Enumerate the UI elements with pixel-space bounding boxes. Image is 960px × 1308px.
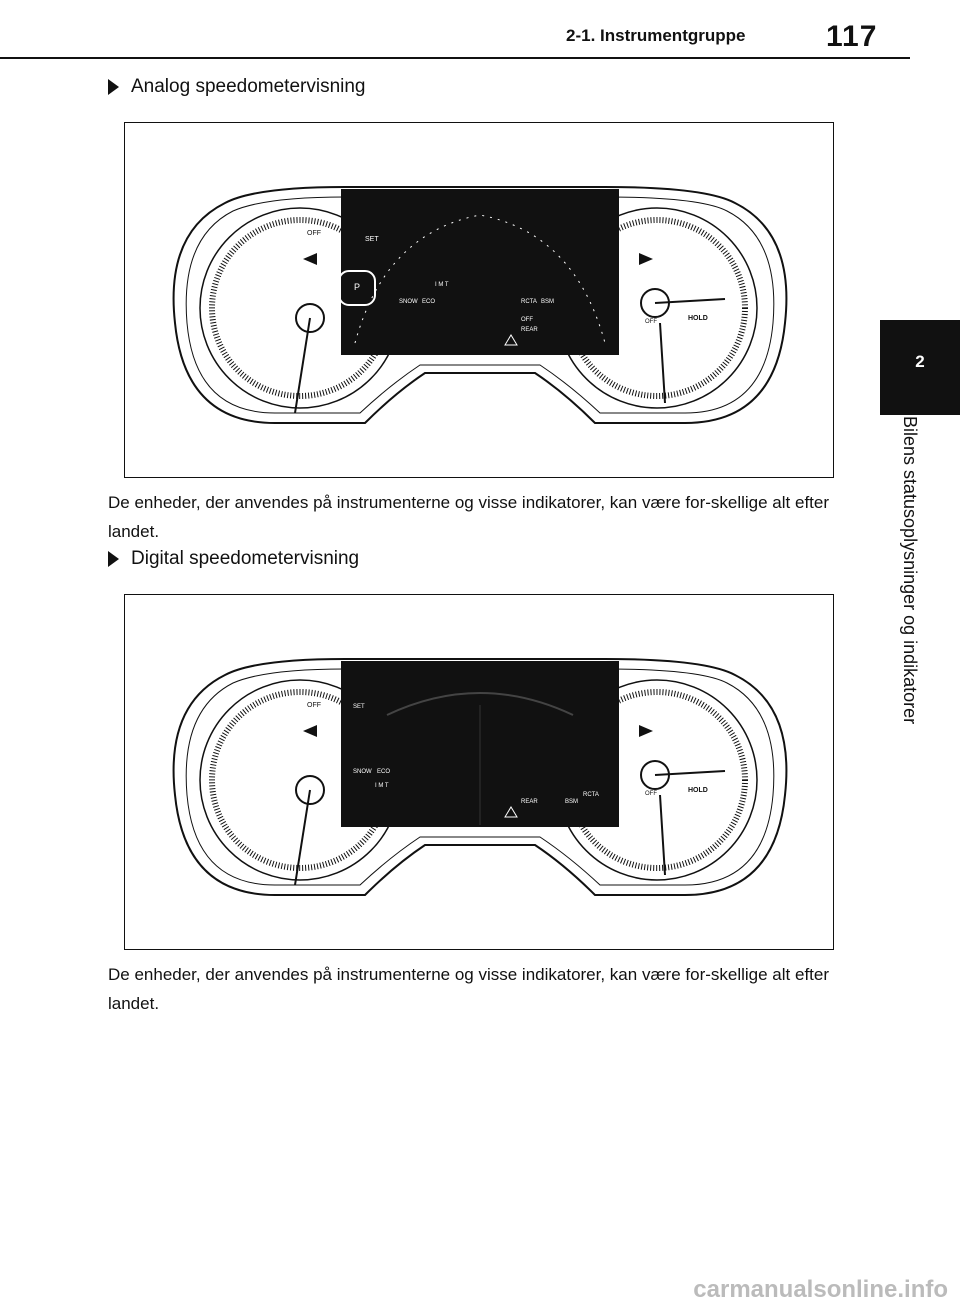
label-snow: SNOW <box>353 769 372 775</box>
label-bsm: BSM <box>565 799 578 805</box>
subheading-analog: Analog speedometervisning <box>108 76 366 98</box>
triangle-bullet-icon <box>108 551 119 567</box>
label-rear: REAR <box>521 327 538 333</box>
page-number: 117 <box>826 20 878 53</box>
subheading-analog-text: Analog speedometervisning <box>131 76 366 97</box>
label-hold: HOLD <box>688 315 708 322</box>
section-title: 2-1. Instrumentgruppe <box>566 26 746 45</box>
label-eco: ECO <box>377 769 390 775</box>
label-imt: I M T <box>435 282 449 288</box>
label-rear: REAR <box>521 799 538 805</box>
caption-analog: De enheder, der anvendes på instrumenter… <box>108 493 830 541</box>
label-off-3: OFF <box>645 319 657 325</box>
digital-cluster-illustration: SET SNOW ECO I M T REAR BSM RCTA OFF HOL… <box>172 658 788 896</box>
subheading-digital: Digital speedometervisning <box>108 548 359 570</box>
analog-cluster-illustration: SET OFF HOLD SNOW ECO RCTA BSM OFF REAR … <box>172 186 788 424</box>
triangle-bullet-icon <box>108 79 119 95</box>
label-hold: HOLD <box>688 787 708 794</box>
subheading-digital-text: Digital speedometervisning <box>131 548 360 569</box>
watermark: carmanualsonline.info <box>693 1276 948 1303</box>
label-imt: I M T <box>375 783 389 789</box>
chapter-number: 2 <box>915 352 925 371</box>
label-eco: ECO <box>422 299 435 305</box>
label-rcta: RCTA <box>521 299 537 305</box>
label-off-2: OFF <box>521 317 533 323</box>
label-set: SET <box>353 704 365 710</box>
header-rule <box>0 57 910 59</box>
chapter-title-vertical: Bilens statusoplysninger og indikatorer <box>893 416 923 776</box>
label-rcta: RCTA <box>583 792 599 798</box>
chapter-title: Bilens statusoplysninger og indikatorer <box>900 416 920 725</box>
label-bsm: BSM <box>541 299 554 305</box>
label-off: OFF <box>307 230 321 237</box>
label-set: SET <box>365 236 379 243</box>
page-header: 2-1. Instrumentgruppe 117 <box>0 0 960 60</box>
figure-analog-cluster: SET OFF HOLD SNOW ECO RCTA BSM OFF REAR … <box>124 122 834 478</box>
label-off-2: OFF <box>307 702 321 709</box>
figure-digital-cluster: SET SNOW ECO I M T REAR BSM RCTA OFF HOL… <box>124 594 834 950</box>
label-off: OFF <box>645 791 657 797</box>
label-snow: SNOW <box>399 299 418 305</box>
parking-brake-icon: P <box>354 282 360 292</box>
caption-digital: De enheder, der anvendes på instrumenter… <box>108 965 830 1013</box>
chapter-tab: 2 <box>880 320 960 415</box>
